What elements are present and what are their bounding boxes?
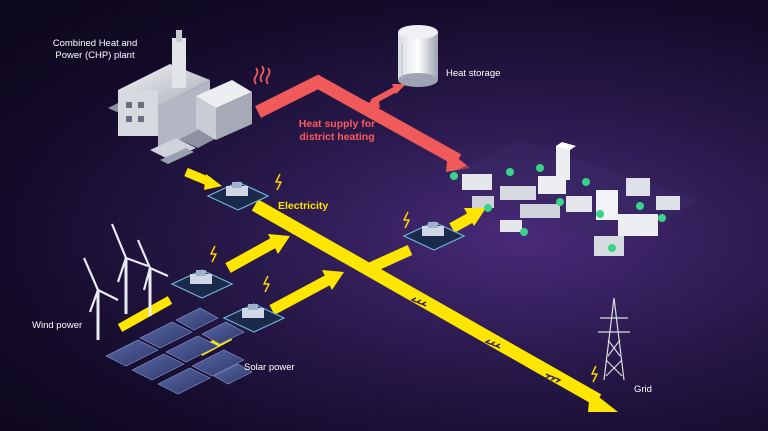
chp-plant bbox=[108, 30, 252, 164]
heat-supply-line2: district heating bbox=[299, 131, 375, 143]
lightning-icon bbox=[210, 173, 598, 383]
heat-storage-arrow bbox=[364, 84, 406, 108]
chp-label-line2: Power (CHP) plant bbox=[55, 50, 135, 61]
electricity-label: Electricity bbox=[278, 200, 329, 212]
wave-heat-icon bbox=[253, 65, 271, 85]
chevron-icon bbox=[410, 297, 562, 383]
transmission-tower bbox=[598, 297, 630, 381]
wind-power-label: Wind power bbox=[32, 320, 83, 331]
heat-supply-line1: Heat supply for bbox=[298, 118, 376, 130]
chp-plant-label: Combined Heat and Power (CHP) plant bbox=[30, 38, 160, 62]
heat-storage-label: Heat storage bbox=[446, 68, 501, 79]
heat-supply-label: Heat supply for district heating bbox=[282, 118, 392, 144]
chp-label-line1: Combined Heat and bbox=[52, 38, 138, 49]
grid-label: Grid bbox=[634, 384, 652, 395]
city-district bbox=[440, 140, 700, 256]
solar-panels bbox=[105, 307, 253, 395]
solar-power-label: Solar power bbox=[244, 362, 295, 373]
transformer-icon bbox=[170, 181, 466, 333]
heat-storage-tank bbox=[398, 25, 438, 87]
wind-turbines bbox=[82, 223, 169, 340]
heat-supply-pipe bbox=[255, 74, 470, 172]
